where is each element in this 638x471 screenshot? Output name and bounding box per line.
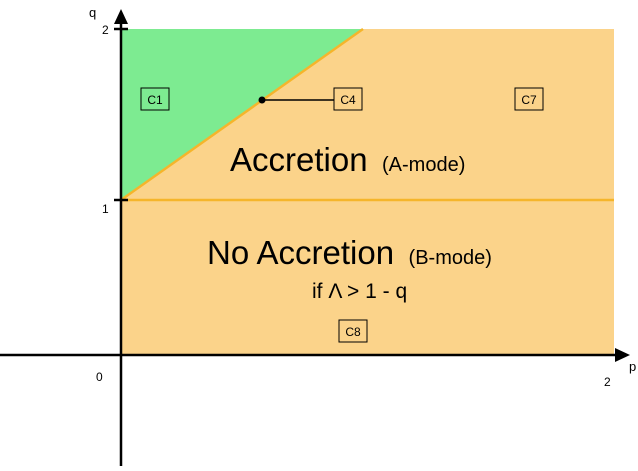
c1-box: C1	[140, 87, 170, 111]
c8-label: C8	[345, 325, 361, 339]
c4-point	[258, 96, 266, 104]
y-axis-arrowhead	[114, 9, 128, 24]
x-axis-label: p	[629, 359, 636, 374]
c7-box: C7	[514, 87, 544, 111]
accretion-mode-text: (A-mode)	[382, 154, 465, 176]
y-tick-label-2: 2	[102, 23, 109, 37]
origin-label: 0	[96, 370, 103, 384]
y-axis-label: q	[89, 5, 96, 20]
accretion-region	[121, 29, 614, 200]
c8-box: C8	[338, 319, 368, 343]
x-tick-label-2: 2	[604, 375, 611, 389]
c7-label: C7	[521, 93, 537, 107]
diagonal-boundary	[120, 27, 364, 202]
no-accretion-main-text: No Accretion	[207, 234, 394, 271]
no-accretion-title: No Accretion (B-mode)	[207, 234, 492, 271]
accretion-main-text: Accretion	[230, 141, 368, 178]
c4-label: C4	[340, 93, 356, 107]
no-accretion-mode-text: (B-mode)	[409, 247, 492, 269]
c1-label: C1	[147, 93, 163, 107]
accretion-title: Accretion (A-mode)	[230, 141, 465, 178]
y-tick-label-1: 1	[102, 202, 109, 216]
c4-box: C4	[333, 87, 363, 111]
no-accretion-condition: if Λ > 1 - q	[312, 280, 407, 303]
x-axis-arrowhead	[615, 348, 630, 362]
